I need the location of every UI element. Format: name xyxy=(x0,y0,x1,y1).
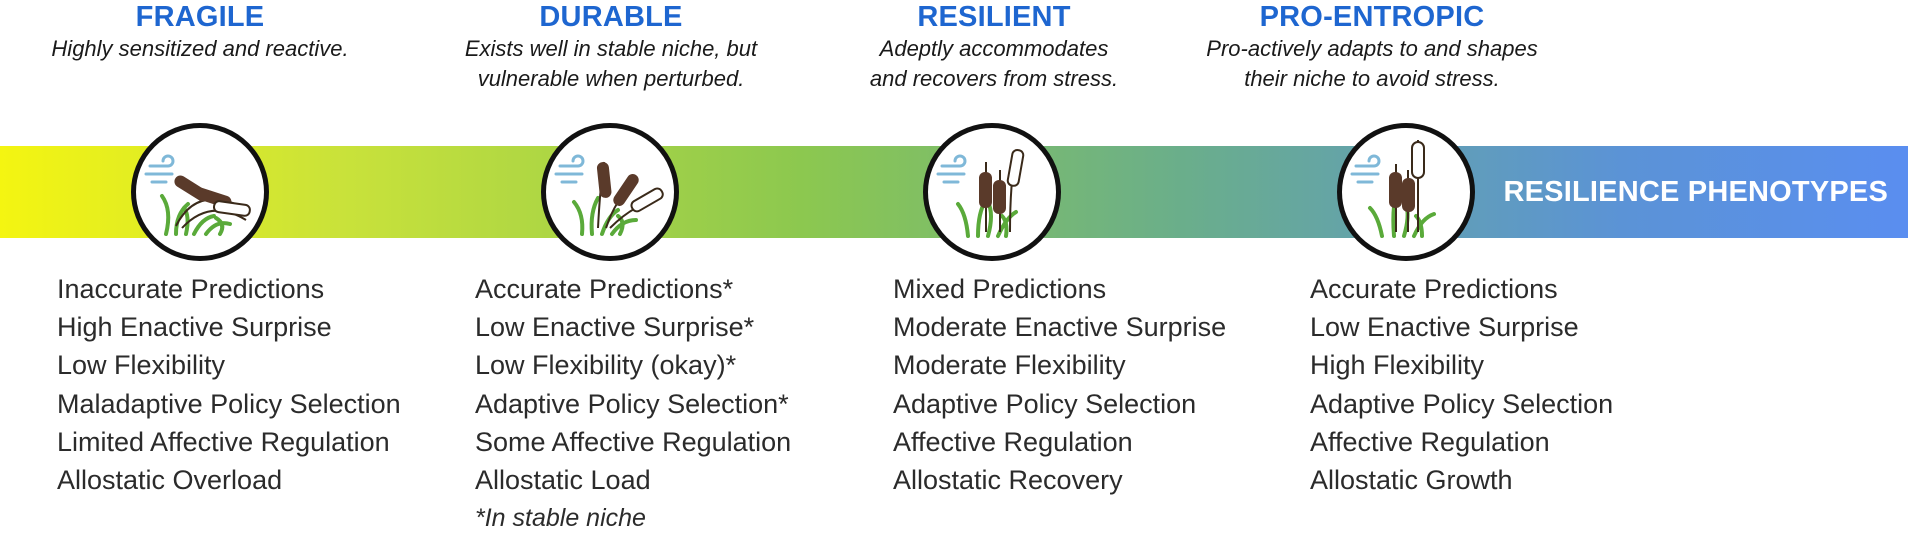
phenotype-description-line2: and recovers from stress. xyxy=(869,66,1119,91)
phenotype-description-line2: vulnerable when perturbed. xyxy=(477,66,745,91)
trait-list-pro-entropic: Accurate Predictions Low Enactive Surpri… xyxy=(1310,270,1613,499)
phenotype-title: FRAGILE xyxy=(135,1,265,33)
leaning-cattails-wind-icon xyxy=(541,123,679,261)
tall-cattails-wind-icon xyxy=(1337,123,1475,261)
phenotype-header-durable: DURABLE Exists well in stable niche, but… xyxy=(401,0,821,94)
phenotype-description: Adeptly accommodates xyxy=(879,36,1109,61)
trait-list-resilient: Mixed Predictions Moderate Enactive Surp… xyxy=(893,270,1226,499)
upright-cattails-wind-icon xyxy=(923,123,1061,261)
list-item: Accurate Predictions* xyxy=(475,274,734,304)
list-item: Adaptive Policy Selection xyxy=(893,388,1197,419)
band-label: RESILIENCE PHENOTYPES xyxy=(1503,176,1888,208)
trait-list-fragile: Inaccurate Predictions High Enactive Sur… xyxy=(57,270,401,499)
list-item: Low Flexibility xyxy=(57,350,226,381)
phenotype-header-resilient: RESILIENT Adeptly accommodates and recov… xyxy=(784,0,1204,94)
phenotype-description: Highly sensitized and reactive. xyxy=(51,36,349,61)
phenotype-title: DURABLE xyxy=(539,1,683,33)
list-item: Low Flexibility (okay)* xyxy=(475,350,737,381)
list-item: Low Enactive Surprise xyxy=(1310,312,1579,343)
list-item: Allostatic Load xyxy=(475,465,651,496)
list-item: Some Affective Regulation xyxy=(475,426,792,457)
list-item: Allostatic Recovery xyxy=(893,465,1123,496)
list-item: Low Enactive Surprise* xyxy=(475,312,755,343)
phenotype-header-fragile: FRAGILE Highly sensitized and reactive. xyxy=(0,0,410,64)
phenotype-header-pro-entropic: PRO-ENTROPIC Pro-actively adapts to and … xyxy=(1162,0,1582,94)
list-item: Allostatic Overload xyxy=(57,465,283,496)
list-item: Affective Regulation xyxy=(1310,426,1550,457)
phenotype-description: Exists well in stable niche, but xyxy=(464,36,758,61)
phenotype-description: Pro-actively adapts to and shapes xyxy=(1206,36,1538,61)
footnote: *In stable niche xyxy=(475,504,646,532)
list-item: Maladaptive Policy Selection xyxy=(57,388,401,419)
trait-list-durable: Accurate Predictions* Low Enactive Surpr… xyxy=(475,270,791,499)
list-item: High Flexibility xyxy=(1310,350,1485,381)
bent-cattails-wind-icon xyxy=(131,123,269,261)
list-item: Accurate Predictions xyxy=(1310,274,1558,304)
list-item: Inaccurate Predictions xyxy=(57,274,325,304)
phenotype-title: PRO-ENTROPIC xyxy=(1259,1,1485,33)
list-item: Mixed Predictions xyxy=(893,274,1107,304)
phenotype-description-line2: their niche to avoid stress. xyxy=(1244,66,1500,91)
list-item: Allostatic Growth xyxy=(1310,465,1513,496)
list-item: Adaptive Policy Selection* xyxy=(475,388,789,419)
list-item: Affective Regulation xyxy=(893,426,1133,457)
list-item: Limited Affective Regulation xyxy=(57,426,390,457)
list-item: Moderate Enactive Surprise xyxy=(893,312,1227,343)
list-item: Moderate Flexibility xyxy=(893,350,1126,381)
list-item: High Enactive Surprise xyxy=(57,312,332,343)
list-item: Adaptive Policy Selection xyxy=(1310,388,1614,419)
phenotype-title: RESILIENT xyxy=(917,1,1071,33)
